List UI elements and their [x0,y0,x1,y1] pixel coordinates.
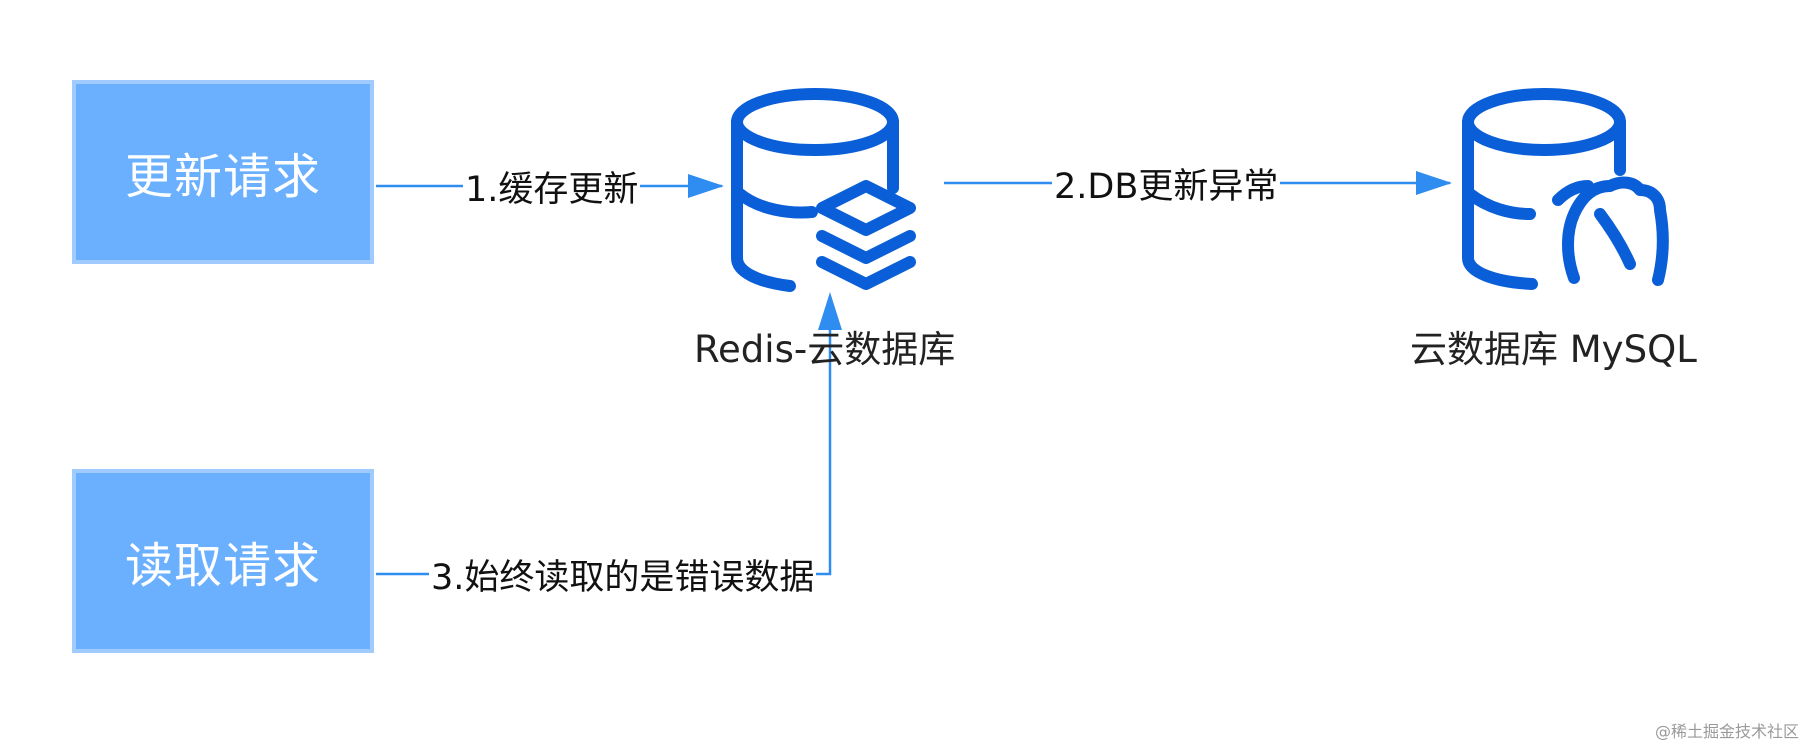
database-stack-icon [731,88,916,292]
watermark-text: @稀土掘金技术社区 [1654,722,1799,741]
arrowhead-read-wrong [818,292,842,330]
update-request-label: 更新请求 [124,149,321,205]
edge-label-cache-update: 1.缓存更新 [463,170,641,210]
redis-node-label: Redis-云数据库 [694,328,956,371]
database-dolphin-icon [1462,88,1669,290]
mysql-node-label: 云数据库 MySQL [1410,328,1697,371]
arrowhead-cache-update [688,174,724,198]
update-request-box: 更新请求 [72,80,374,264]
read-request-box: 读取请求 [72,469,374,653]
edge-label-db-update-error: 2.DB更新异常 [1052,167,1281,207]
arrowhead-db-update-error [1416,171,1452,195]
edge-label-read-wrong: 3.始终读取的是错误数据 [429,558,817,598]
read-request-label: 读取请求 [124,538,321,594]
